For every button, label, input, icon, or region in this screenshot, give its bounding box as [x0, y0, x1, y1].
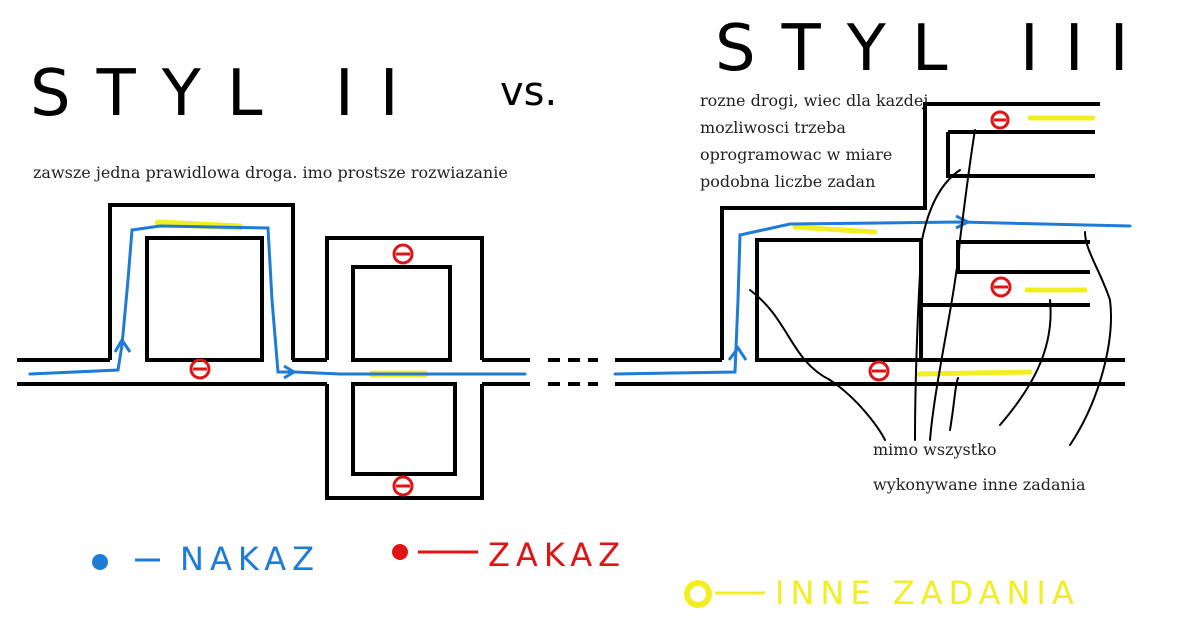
- blue-dot-icon: [92, 554, 108, 570]
- caption-right-line-4: podobna liczbe zadan: [700, 172, 875, 191]
- forbidden-sign-icon: [392, 475, 414, 497]
- legend-nakaz-label: NAKAZ: [180, 540, 320, 578]
- legend-zakaz: ZAKAZ: [392, 536, 626, 574]
- bottom-note-line-1: mimo wszystko: [873, 440, 997, 459]
- title-vs: vs.: [500, 69, 557, 115]
- title-styl-ii: STYL II: [30, 57, 425, 131]
- left-forbidden-signs: [189, 243, 414, 497]
- left-path-arrow: [28, 224, 527, 376]
- bottom-note-line-2: wykonywane inne zadania: [873, 475, 1086, 494]
- yellow-ring-icon: [684, 580, 712, 608]
- right-road-map: [615, 102, 1125, 386]
- right-path-arrow: [613, 220, 1132, 376]
- legend-inne-zadania: INNE ZADANIA: [684, 574, 1080, 612]
- forbidden-sign-icon: [868, 360, 890, 382]
- right-other-task-marks: [792, 115, 1096, 377]
- forbidden-sign-icon: [189, 358, 211, 380]
- legend-inne-label: INNE ZADANIA: [775, 574, 1080, 612]
- caption-right-line-3: oprogramowac w miare: [700, 145, 892, 164]
- right-forbidden-signs: [868, 110, 1012, 382]
- note-pointer-lines: [749, 129, 1112, 446]
- left-road-map: [17, 203, 598, 500]
- red-dot-icon: [392, 544, 408, 560]
- caption-left: zawsze jedna prawidlowa droga. imo prost…: [33, 163, 508, 182]
- caption-right-line-1: rozne drogi, wiec dla kazdej: [700, 91, 928, 110]
- title-styl-iii: STYL III: [715, 12, 1154, 86]
- legend-nakaz: NAKAZ: [92, 540, 320, 578]
- right-path-arrowheads: [727, 214, 972, 361]
- legend-zakaz-label: ZAKAZ: [488, 536, 626, 574]
- caption-right-line-2: mozliwosci trzeba: [700, 118, 846, 137]
- forbidden-sign-icon: [990, 110, 1010, 130]
- forbidden-sign-icon: [392, 243, 414, 265]
- left-path-arrowheads: [113, 337, 297, 380]
- forbidden-sign-icon: [990, 276, 1012, 298]
